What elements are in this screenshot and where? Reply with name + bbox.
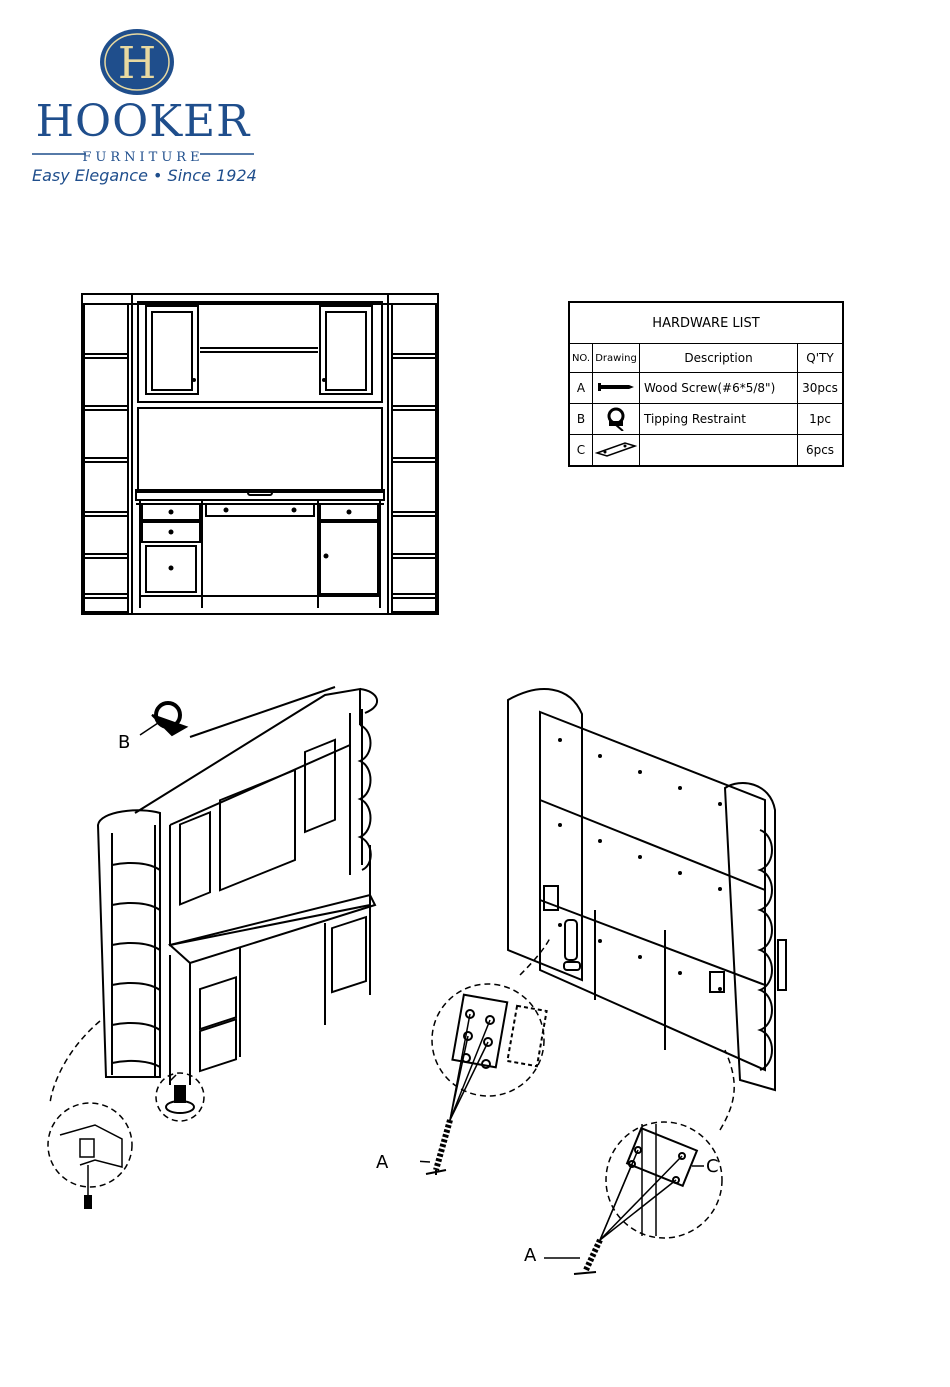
col-header-no: NO. — [569, 344, 593, 373]
table-row: A Wood Screw(#6*5/8") 30pcs — [569, 373, 843, 404]
hardware-list-table: HARDWARE LIST NO. Drawing Description Q'… — [568, 301, 844, 467]
item-qty: 1pc — [798, 404, 844, 435]
front-perspective-assembly-diagram — [40, 665, 400, 1235]
item-qty: 6pcs — [798, 435, 844, 467]
brand-name: HOOKER — [28, 96, 258, 147]
front-elevation-diagram — [80, 290, 440, 616]
hardware-list-title: HARDWARE LIST — [569, 302, 843, 344]
item-no: B — [569, 404, 593, 435]
item-qty: 30pcs — [798, 373, 844, 404]
screw-icon — [593, 373, 640, 404]
back-perspective-assembly-diagram — [420, 680, 820, 1280]
callout-a-right: A — [524, 1245, 536, 1266]
item-description: Wood Screw(#6*5/8") — [640, 373, 798, 404]
hooker-logo: H HOOKER FURNITURE Easy Elegance • Since… — [28, 26, 258, 186]
svg-text:H: H — [118, 38, 156, 89]
table-row: C 6pcs — [569, 435, 843, 467]
col-header-description: Description — [640, 344, 798, 373]
h-monogram-icon: H — [28, 26, 258, 106]
col-header-qty: Q'TY — [798, 344, 844, 373]
table-row: B Tipping Restraint 1pc — [569, 404, 843, 435]
tipping-restraint-icon — [152, 703, 186, 735]
col-header-drawing: Drawing — [593, 344, 640, 373]
brand-subtitle: FURNITURE — [28, 150, 258, 165]
callout-b: B — [118, 732, 130, 753]
item-no: C — [569, 435, 593, 467]
callout-c: C — [706, 1156, 719, 1177]
callout-a-left: A — [376, 1152, 388, 1173]
item-no: A — [569, 373, 593, 404]
item-description — [640, 435, 798, 467]
mounting-plate-icon — [593, 435, 640, 467]
tipping-restraint-icon — [593, 404, 640, 435]
item-description: Tipping Restraint — [640, 404, 798, 435]
brand-tagline: Easy Elegance • Since 1924 — [32, 166, 262, 185]
